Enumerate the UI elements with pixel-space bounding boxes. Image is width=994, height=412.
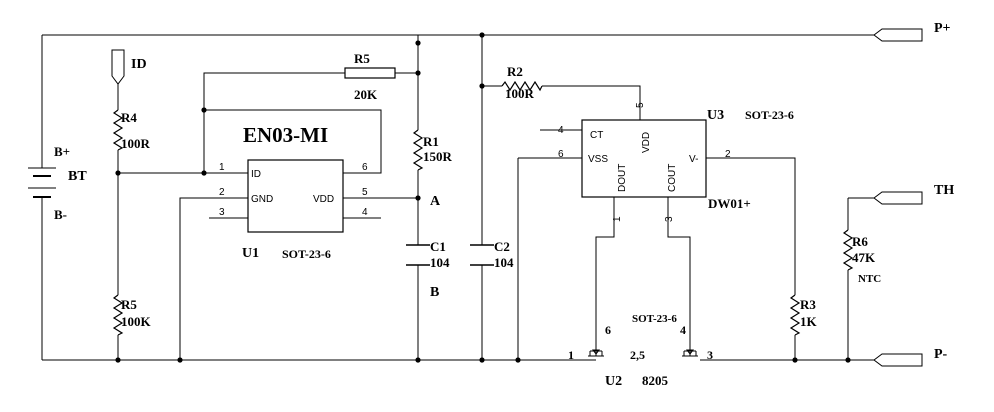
u1-pin-gnd-name: GND <box>251 194 273 205</box>
r6-ref: R6 <box>852 234 868 249</box>
r4-value: 100R <box>121 136 151 151</box>
terminal-p-plus: P+ <box>873 21 951 42</box>
u2-package: SOT-23-6 <box>632 313 677 325</box>
u3-part: DW01+ <box>708 196 751 211</box>
u2-pin3-num: 3 <box>707 348 713 362</box>
resistor-r3: R3 1K <box>789 294 818 336</box>
junction-dots <box>115 32 851 363</box>
u1-pin-vdd-name: VDD <box>313 194 334 205</box>
u1-pin4-num: 4 <box>362 207 368 218</box>
terminal-th-label: TH <box>934 183 954 198</box>
mosfet-u2: 1 2,5 3 6 4 SOT-23-6 U2 8205 <box>568 313 713 389</box>
u3-pin5-num: 5 <box>635 102 646 108</box>
u1-pin-id-name: ID <box>251 169 261 180</box>
u1-title: EN03-MI <box>243 123 328 147</box>
battery-neg-label: B- <box>54 207 67 222</box>
terminal-p-plus-label: P+ <box>934 21 951 36</box>
u1-pin5-num: 5 <box>362 187 368 198</box>
r1-value: 150R <box>423 149 453 164</box>
resistor-r6-ntc: R6 47K NTC <box>842 229 881 285</box>
capacitor-c1: C1 104 <box>406 239 450 270</box>
u3-pin-vss-name: VSS <box>588 154 608 165</box>
u2-pin25-num: 2,5 <box>630 348 645 362</box>
u3-pin2-num: 2 <box>725 149 731 160</box>
u3-package: SOT-23-6 <box>745 108 794 122</box>
ic-u1: EN03-MI ID GND VDD 1 2 3 6 5 4 U1 SOT-23… <box>219 123 368 261</box>
resistor-r4: R4 100R <box>112 109 151 151</box>
u3-pin4-num: 4 <box>558 125 564 136</box>
r6-note: NTC <box>858 273 881 285</box>
r2-ref: R2 <box>507 64 523 79</box>
r5b-value: 100K <box>121 314 152 329</box>
ic-u3: CT VSS V- VDD DOUT COUT 4 6 2 5 1 3 U3 S… <box>558 102 794 222</box>
r1-ref: R1 <box>423 134 439 149</box>
u3-pin6-num: 6 <box>558 149 564 160</box>
u1-ref: U1 <box>242 246 259 261</box>
resistor-r1: R1 150R <box>412 129 453 171</box>
r6-value: 47K <box>852 250 876 265</box>
u3-pin-dout-name: DOUT <box>617 164 628 192</box>
capacitor-c2: C2 104 <box>470 239 514 270</box>
u3-pin-cout-name: COUT <box>667 164 678 192</box>
battery-bt: B+ BT B- <box>28 144 87 222</box>
c2-value: 104 <box>494 255 514 270</box>
r5b-ref: R5 <box>121 297 137 312</box>
u1-pin2-num: 2 <box>219 187 225 198</box>
u2-pin1-num: 1 <box>568 348 574 362</box>
u3-pin-vminus-name: V- <box>689 154 698 165</box>
wires <box>41 34 874 361</box>
node-a-label: A <box>430 194 441 209</box>
u1-pin1-num: 1 <box>219 162 225 173</box>
u1-pin3-num: 3 <box>219 207 225 218</box>
terminal-th: TH <box>873 183 954 205</box>
c2-ref: C2 <box>494 239 510 254</box>
battery-ref-label: BT <box>68 169 87 184</box>
battery-pos-label: B+ <box>54 144 70 159</box>
terminal-p-minus: P- <box>873 347 948 367</box>
c1-value: 104 <box>430 255 450 270</box>
terminal-id: ID <box>111 49 147 85</box>
r3-value: 1K <box>800 314 818 329</box>
u1-pin6-num: 6 <box>362 162 368 173</box>
u3-ref: U3 <box>707 108 724 123</box>
u2-ref: U2 <box>605 374 622 389</box>
u2-pin4-num: 4 <box>680 323 686 337</box>
r5a-ref: R5 <box>354 51 370 66</box>
u2-part: 8205 <box>642 373 669 388</box>
resistor-r5-20k: R5 20K <box>344 51 396 102</box>
terminal-id-label: ID <box>131 57 147 72</box>
c1-ref: C1 <box>430 239 446 254</box>
r3-ref: R3 <box>800 297 816 312</box>
u2-pin6-num: 6 <box>605 323 611 337</box>
u3-pin-ct-name: CT <box>590 130 603 141</box>
terminal-p-minus-label: P- <box>934 347 948 362</box>
node-b-label: B <box>430 285 439 300</box>
resistor-r5-100k: R5 100K <box>112 294 152 336</box>
u3-pin1-num: 1 <box>612 216 623 222</box>
u3-pin3-num: 3 <box>664 216 675 222</box>
r2-value: 100R <box>505 86 535 101</box>
r4-ref: R4 <box>121 110 137 125</box>
resistor-r2: R2 100R <box>501 64 543 101</box>
u1-package: SOT-23-6 <box>282 247 331 261</box>
u3-pin-vdd-name: VDD <box>641 132 652 153</box>
r5a-value: 20K <box>354 87 378 102</box>
